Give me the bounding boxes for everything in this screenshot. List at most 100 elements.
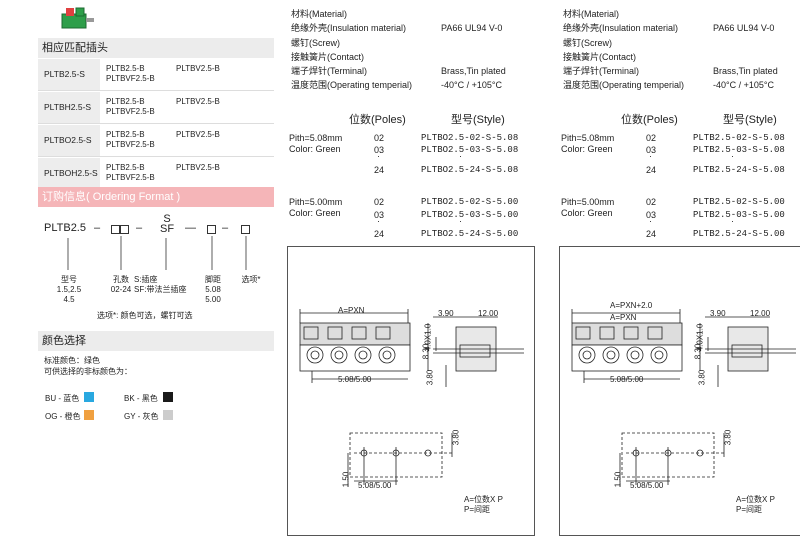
order-code-pitch [207,224,216,235]
style-header: 型号(Style) [723,114,777,126]
style-code: PLTBO2.5-02-S-5.08 [421,133,519,143]
dim-150: 1.50 [341,471,351,488]
color-swatch-black [163,392,173,402]
pole-count: 02 [646,133,657,143]
dim-380a: 3.80 [697,369,707,386]
dim-1200: 12.00 [750,309,771,318]
material-label: 螺钉(Screw) [563,37,612,48]
order-code-dash: — [185,222,196,234]
ellipsis-dot: · [377,216,380,226]
dim-a2: A=PXN+2.0 [610,301,653,310]
poles-header: 位数(Poles) [349,114,406,126]
dim-390: 3.90 [438,309,454,318]
drawing-svg [299,309,524,487]
dim-a: A=PXN [610,313,637,322]
dim-390: 3.90 [710,309,726,318]
style-header: 型号(Style) [451,114,505,126]
spec-panel-2: 材料(Material) 绝缘外壳(Insulation material)PA… [559,0,800,542]
spec-panel-1: 材料(Material) 绝缘外壳(Insulation material) PA… [287,0,539,542]
compat-plug: PLTBV2.5-B [176,64,220,73]
material-label: 绝缘外壳(Insulation material) [563,23,679,34]
material-label: 螺钉(Screw) [291,37,340,48]
compat-plug: PLTBVF2.5-B [106,173,155,182]
ordering-header: 订购信息( Ordering Format ) [38,187,274,207]
style-code: PLTB2.5-02-S-5.08 [693,133,785,143]
ordering-title: 订购信息( Ordering Format ) [42,191,181,203]
style-code: PLTB2.5-03-S-5.00 [693,210,785,220]
color-label: BK - 黑色 [124,394,158,403]
order-code-prefix: PLTB2.5 [44,222,86,234]
compat-header: 相应匹配插头 [38,38,274,58]
compat-plug: PLTBVF2.5-B [106,140,155,149]
material-value: Brass,Tin plated [713,66,778,77]
style-code: PLTBO2.5-03-S-5.08 [421,145,519,155]
group-pitch: Pith=5.08mm [289,133,343,143]
pole-count: 02 [374,197,385,207]
materials-block: 材料(Material) 绝缘外壳(Insulation material)PA… [563,7,800,93]
group-pitch: Pith=5.00mm [561,197,615,207]
order-leader-lines [67,236,247,270]
dim-a: A=PXN [338,306,365,315]
pole-count: 24 [646,229,657,239]
order-code-option [241,224,250,235]
pole-count: 03 [374,210,385,220]
code-s: S [163,213,171,225]
style-code: PLTB2.5-02-S-5.00 [693,197,785,207]
dim-380b: 3.80 [451,429,461,446]
ellipsis-dot: · [377,151,380,161]
compat-plug: PLTB2.5-B [106,163,145,172]
order-code-dash: – [94,222,101,234]
compat-name: PLTBH2.5-S [38,92,100,123]
compat-plug: PLTB2.5-B [106,64,145,73]
pole-count: 24 [374,165,385,175]
color-label: BU - 蓝色 [45,394,80,403]
material-value: -40°C / +105°C [441,80,502,91]
ellipsis-dot: · [731,151,734,161]
style-code: PLTB2.5-03-S-5.08 [693,145,785,155]
material-value: PA66 UL94 V-0 [713,23,775,34]
code-sf: SF [160,223,175,235]
ellipsis-dot: · [459,216,462,226]
compat-plug: PLTBVF2.5-B [106,74,155,83]
group-color: Color: Green [289,144,341,154]
color-header: 颜色选择 [38,331,274,351]
group-pitch: Pith=5.08mm [561,133,615,143]
drawing-svg [571,309,796,487]
material-label: 绝缘外壳(Insulation material) [291,23,407,34]
dim-380a: 3.80 [425,369,435,386]
dimension-drawing: A=PXN+2.0 A=PXN 3.90 12.00 4.0X1.0 8.30 … [559,246,800,536]
material-value: -40°C / +105°C [713,80,774,91]
material-value: PA66 UL94 V-0 [441,23,503,34]
material-label: 材料(Material) [291,9,348,19]
compat-name: PLTB2.5-S [38,59,100,90]
group-color: Color: Green [561,208,613,218]
compat-name: PLTBO2.5-S [38,125,100,156]
compat-plug: PLTB2.5-B [106,130,145,139]
compat-plug: PLTBV2.5-B [176,130,220,139]
compat-name: PLTBOH2.5-S [38,158,100,189]
color-swatch-gray [163,410,173,420]
pole-count: 02 [646,197,657,207]
group-color: Color: Green [289,208,341,218]
dim-pitch: 5.08/5.00 [610,375,644,384]
group-pitch: Pith=5.00mm [289,197,343,207]
compat-plug: PLTB2.5-B [106,97,145,106]
dimension-drawing: A=PXN 3.90 12.00 4.0X1.0 8.30 5.08/5.00 … [287,246,535,536]
pole-count: 03 [646,210,657,220]
style-code: PLTB2.5-24-S-5.00 [693,229,785,239]
compat-plug: PLTBVF2.5-B [106,107,155,116]
color-title: 颜色选择 [42,335,86,347]
pole-count: 02 [374,133,385,143]
compat-plug: PLTBV2.5-B [176,163,220,172]
dim-830: 8.30 [421,343,431,360]
material-value: Brass,Tin plated [441,66,506,77]
pole-count: 24 [374,229,385,239]
material-label: 接触簧片(Contact) [291,51,365,62]
